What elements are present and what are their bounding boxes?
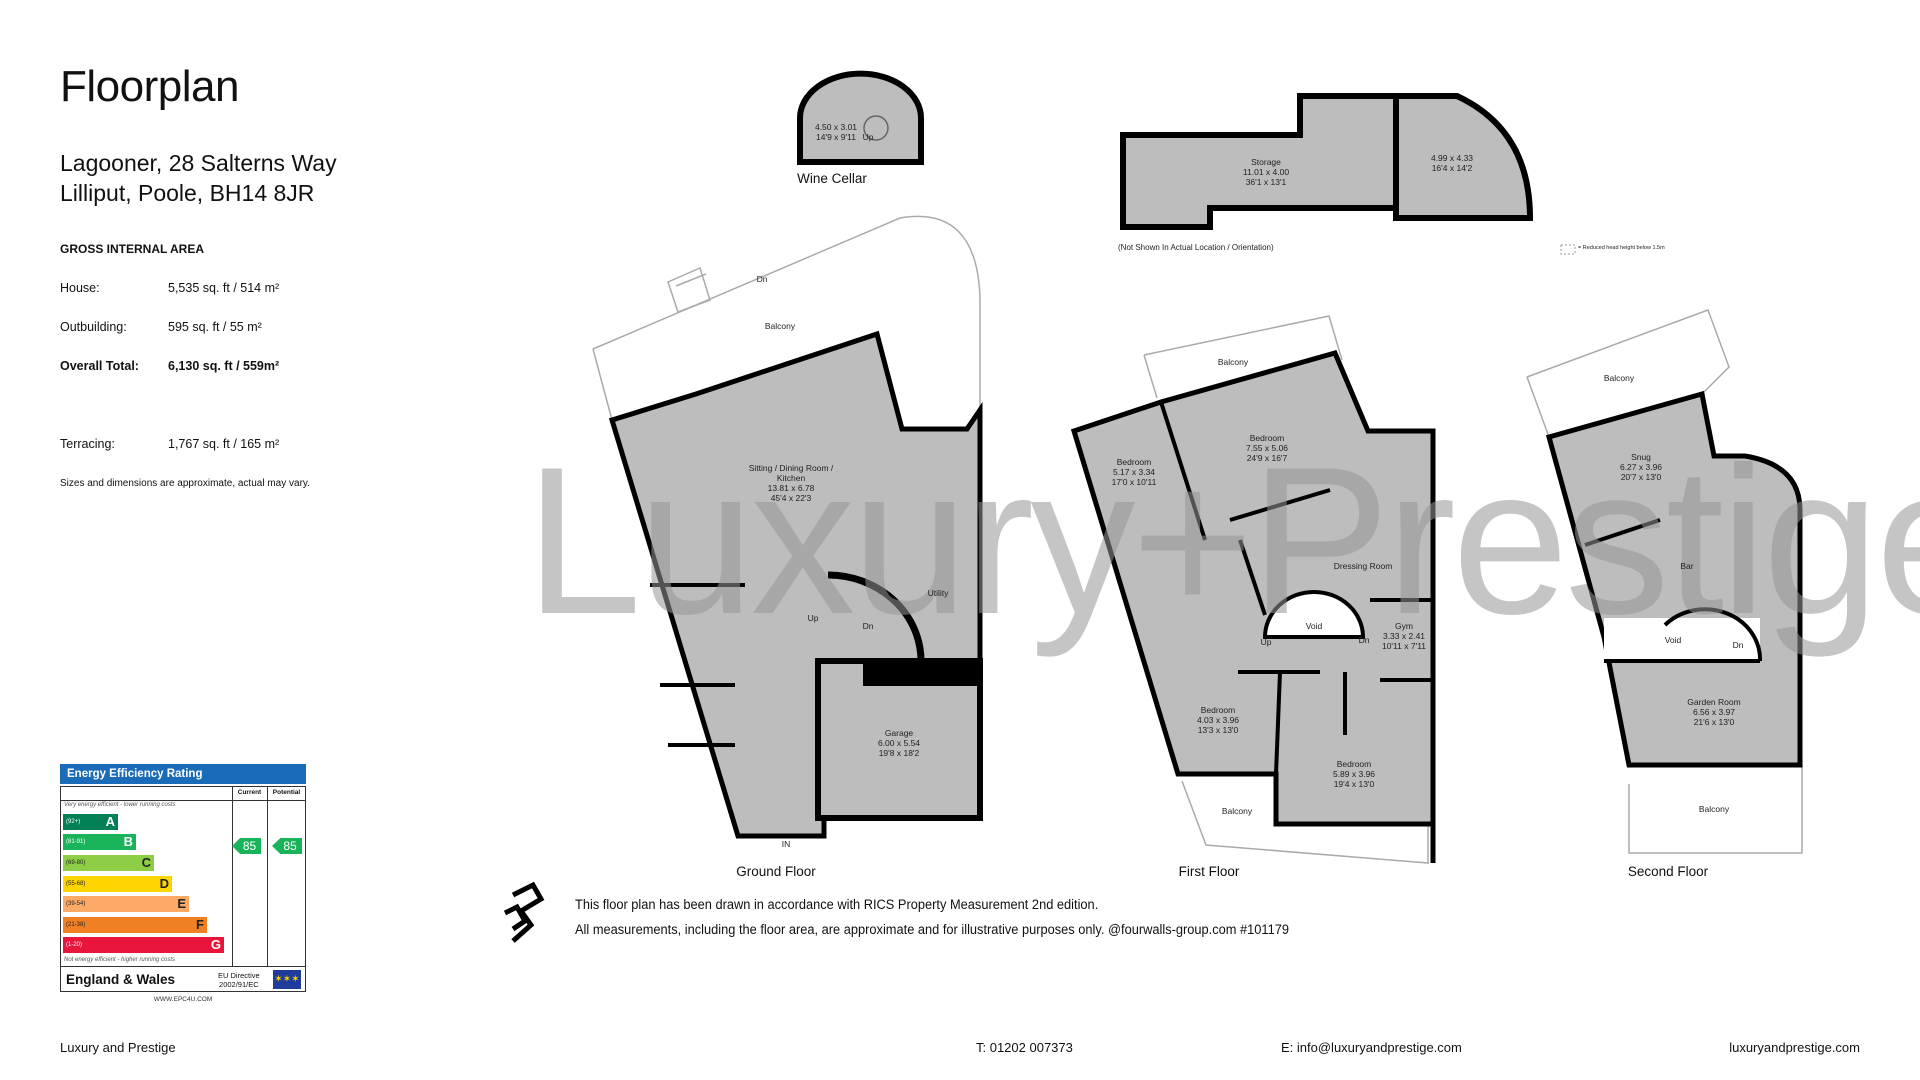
second-stairs-down: Dn [1732,640,1744,650]
area-label-terracing: Terracing: [60,437,115,451]
rics-statement: This floor plan has been drawn in accord… [575,897,1099,912]
first-balcony-bottom-label: Balcony [1221,806,1253,816]
dressing-room-label: Dressing Room [1333,561,1393,571]
spiral-stair-icon [863,115,889,141]
epc-bottom-caption: Not energy efficient - higher running co… [64,957,176,963]
first-void-label: Void [1305,621,1323,631]
second-void-label: Void [1664,635,1682,645]
second-floor-shape [1545,390,1803,768]
area-label-outbuilding: Outbuilding: [60,320,127,334]
ground-floor-label: Ground Floor [736,864,816,879]
garage-shape [815,658,983,821]
first-stairs-up: Up [1260,637,1272,647]
outbuilding-note: (Not Shown In Actual Location / Orientat… [1118,243,1274,252]
address-line-1: Lagooner, 28 Salterns Way [60,150,337,176]
wine-cellar-stairs-label: Up [862,132,874,142]
first-floor-label: First Floor [1178,864,1240,879]
footer-website[interactable]: luxuryandprestige.com [1729,1040,1860,1055]
epc-band-c: (69-80)C [63,855,154,871]
epc-band-g: (1-20)G [63,937,224,953]
ground-balcony-label: Balcony [764,321,796,331]
energy-efficiency-chart: Energy Efficiency Rating Current Potenti… [60,764,306,1003]
epc-potential-header: Potential [272,789,301,796]
epc-potential-rating: 85 [272,838,302,854]
epc-region: England & Wales [66,972,176,987]
measurement-disclaimer: All measurements, including the floor ar… [575,922,1290,937]
first-floor-shape [1070,349,1436,827]
epc-url: WWW.EPC4U.COM [153,996,213,1003]
balcony-outlines [592,215,1803,864]
fourwalls-logo-icon [503,881,545,943]
epc-top-caption: Very energy efficient - lower running co… [64,802,176,808]
epc-current-rating: 85 [232,838,261,854]
bar-label: Bar [1680,561,1694,571]
second-balcony-top-label: Balcony [1603,373,1635,383]
epc-current-header: Current [237,789,262,796]
address-line-2: Lilliput, Poole, BH14 8JR [60,180,315,206]
epc-band-f: (21-38)F [63,917,207,933]
eu-flag-icon: ✶✶✶ [273,970,301,989]
gia-heading: GROSS INTERNAL AREA [60,242,205,256]
wine-cellar-shape [797,70,924,165]
area-disclaimer: Sizes and dimensions are approximate, ac… [60,478,310,489]
utility-label: Utility [927,588,949,598]
ground-stairs-down: Dn [862,621,874,631]
footer-company: Luxury and Prestige [60,1040,176,1055]
epc-band-b: (81-91)B [63,834,136,850]
footer-phone[interactable]: T: 01202 007373 [976,1040,1073,1055]
page-title: Floorplan [60,62,239,111]
area-value-terracing: 1,767 sq. ft / 165 m² [168,437,280,451]
area-value-total: 6,130 sq. ft / 559m² [168,359,280,373]
second-floor-label: Second Floor [1627,864,1709,879]
first-stairs-down: Dn [1358,635,1370,645]
reduced-height-legend-icon [1560,244,1576,255]
area-label-house: House: [60,281,100,295]
second-balcony-bottom-label: Balcony [1698,804,1730,814]
epc-band-d: (55-68)D [63,876,172,892]
area-value-outbuilding: 595 sq. ft / 55 m² [168,320,262,334]
ground-stairs-dn: Dn [756,274,768,284]
first-balcony-top-label: Balcony [1217,357,1249,367]
footer-email[interactable]: E: info@luxuryandprestige.com [1281,1040,1462,1055]
epc-title: Energy Efficiency Rating [60,764,306,784]
reduced-height-legend: = Reduced head height below 1.5m [1578,245,1665,251]
ground-stairs-up: Up [807,613,819,623]
epc-band-e: (39-54)E [63,896,189,912]
wine-cellar-label: Wine Cellar [797,171,867,186]
area-label-total: Overall Total: [60,359,139,373]
area-value-house: 5,535 sq. ft / 514 m² [168,281,280,295]
entrance-label: IN [781,839,791,849]
epc-band-a: (92+)A [63,814,118,830]
